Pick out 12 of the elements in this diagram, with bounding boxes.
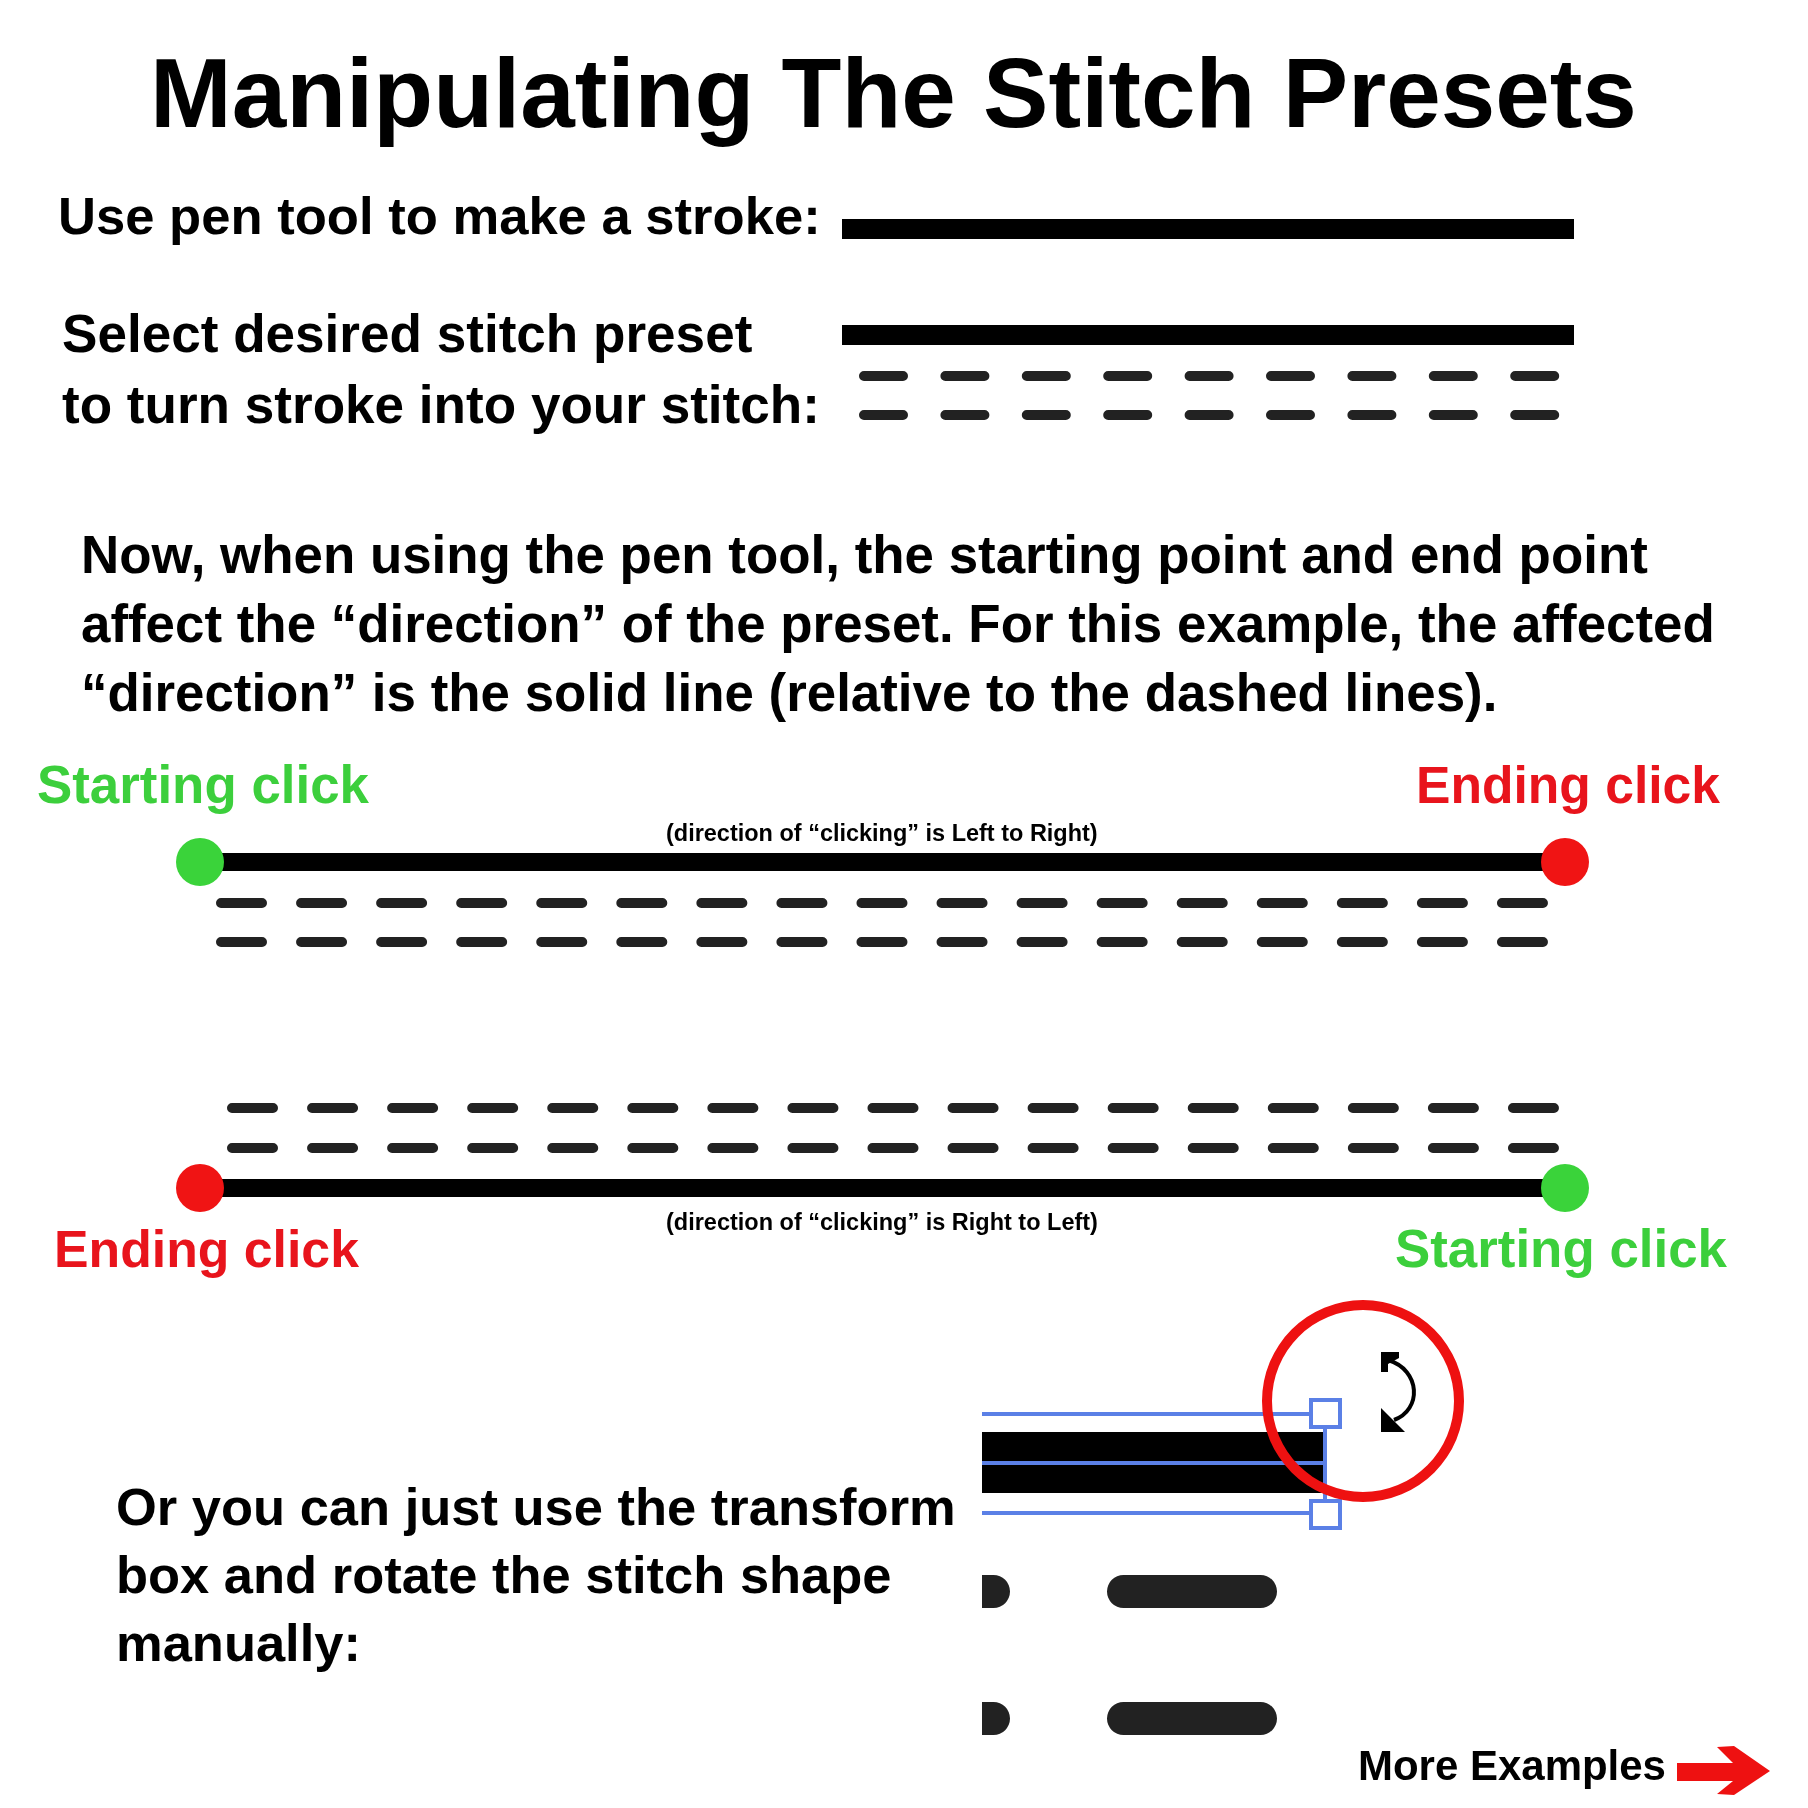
start-label: Starting click xyxy=(1395,1219,1727,1281)
direction-note: (direction of “clicking” is Left to Right) xyxy=(666,820,1098,848)
title: Manipulating The Stitch Presets xyxy=(150,36,1637,150)
instruction-text: Select desired stitch preset to turn stroke into your stitch: xyxy=(62,303,820,437)
footer-text: More Examples xyxy=(1358,1742,1666,1791)
end-label: Ending click xyxy=(1416,756,1720,816)
end-label: Ending click xyxy=(54,1220,359,1280)
instruction-text: Use pen tool to make a stroke: xyxy=(58,185,821,246)
start-label: Starting click xyxy=(37,755,369,817)
description-paragraph: Now, when using the pen tool, the starting point and end point affect the “direction” of the preset. For this example, the affected “direction” is the solid line (relative to the dashed lines). xyxy=(81,524,1715,725)
instruction-text: Or you can just use the transform box and rotate the stitch shape manually: xyxy=(116,1475,956,1674)
direction-note: (direction of “clicking” is Right to Left) xyxy=(666,1209,1098,1237)
